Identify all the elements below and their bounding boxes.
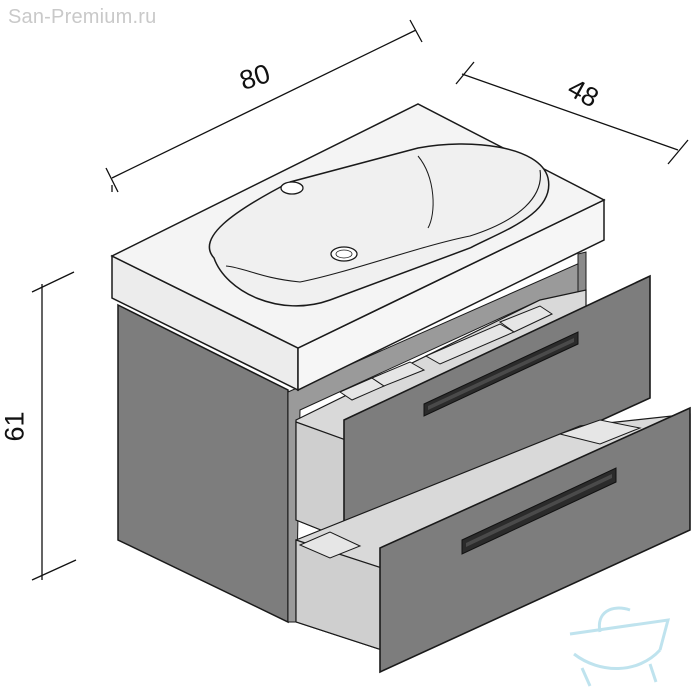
tap-hole xyxy=(280,181,304,195)
washbasin xyxy=(110,103,606,392)
dimension-depth-line xyxy=(455,61,689,165)
top-drawer xyxy=(295,274,651,541)
bathtub-logo-icon xyxy=(569,606,671,687)
dimension-height-line xyxy=(31,271,77,581)
bottom-drawer xyxy=(295,406,691,674)
dimension-width-line xyxy=(105,19,423,193)
drain-hole xyxy=(330,246,358,262)
watermark-text: San-Premium.ru xyxy=(8,6,157,28)
dimension-height-label: 61 xyxy=(0,411,30,442)
